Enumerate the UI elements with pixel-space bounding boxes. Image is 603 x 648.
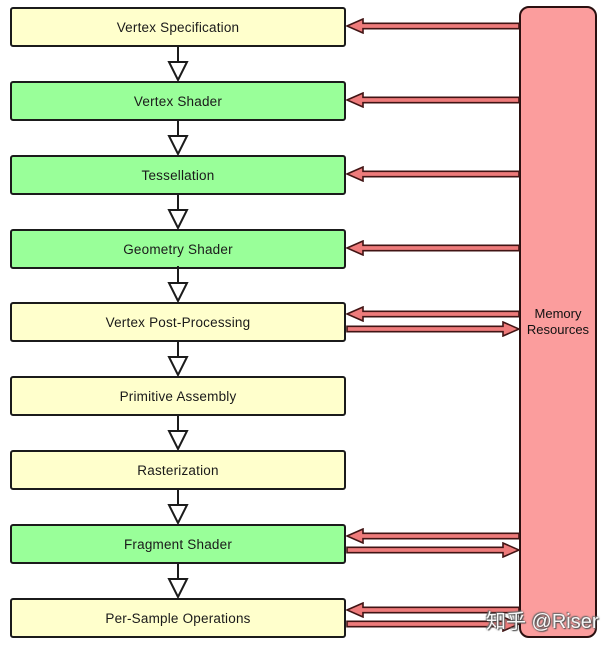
flow-arrow-down-icon: [167, 414, 189, 450]
arrow-memory-to-geometry-shader-icon: [346, 240, 520, 256]
arrow-memory-to-vertex-post-processing-icon: [346, 306, 520, 322]
stage-label: Rasterization: [137, 462, 219, 478]
stage-geometry-shader: Geometry Shader: [10, 229, 346, 269]
stage-tessellation: Tessellation: [10, 155, 346, 195]
stage-per-sample-operations: Per-Sample Operations: [10, 598, 346, 638]
flow-arrow-down-icon: [167, 266, 189, 302]
stage-rasterization: Rasterization: [10, 450, 346, 490]
arrow-memory-to-tessellation-icon: [346, 166, 520, 182]
flow-arrow-down-icon: [167, 45, 189, 81]
arrow-memory-to-vertex-specification-icon: [346, 18, 520, 34]
arrow-fragment-shader-to-memory-icon: [346, 542, 520, 558]
stage-label: Vertex Specification: [116, 19, 240, 35]
flow-arrow-down-icon: [167, 193, 189, 229]
arrow-memory-to-per-sample-operations-icon: [346, 602, 520, 618]
flow-arrow-down-icon: [167, 488, 189, 524]
arrow-per-sample-operations-to-memory-icon: [346, 616, 520, 632]
flow-arrow-down-icon: [167, 340, 189, 376]
arrow-memory-to-fragment-shader-icon: [346, 528, 520, 544]
stage-vertex-post-processing: Vertex Post-Processing: [10, 302, 346, 342]
arrow-memory-to-vertex-shader-icon: [346, 92, 520, 108]
stage-fragment-shader: Fragment Shader: [10, 524, 346, 564]
stage-label: Geometry Shader: [123, 241, 233, 257]
memory-resources-label: Memory Resources: [526, 306, 590, 337]
stage-vertex-specification: Vertex Specification: [10, 7, 346, 47]
stage-label: Fragment Shader: [123, 536, 233, 552]
stage-primitive-assembly: Primitive Assembly: [10, 376, 346, 416]
stage-label: Primitive Assembly: [119, 388, 237, 404]
arrow-vertex-post-processing-to-memory-icon: [346, 321, 520, 337]
memory-resources-block: Memory Resources: [519, 6, 597, 638]
stage-label: Tessellation: [141, 167, 215, 183]
stage-label: Vertex Post-Processing: [105, 314, 251, 330]
stage-vertex-shader: Vertex Shader: [10, 81, 346, 121]
stage-label: Per-Sample Operations: [105, 610, 251, 626]
flow-arrow-down-icon: [167, 119, 189, 155]
flow-arrow-down-icon: [167, 562, 189, 598]
watermark: 知乎 @Riser: [486, 611, 599, 633]
stage-label: Vertex Shader: [133, 93, 223, 109]
